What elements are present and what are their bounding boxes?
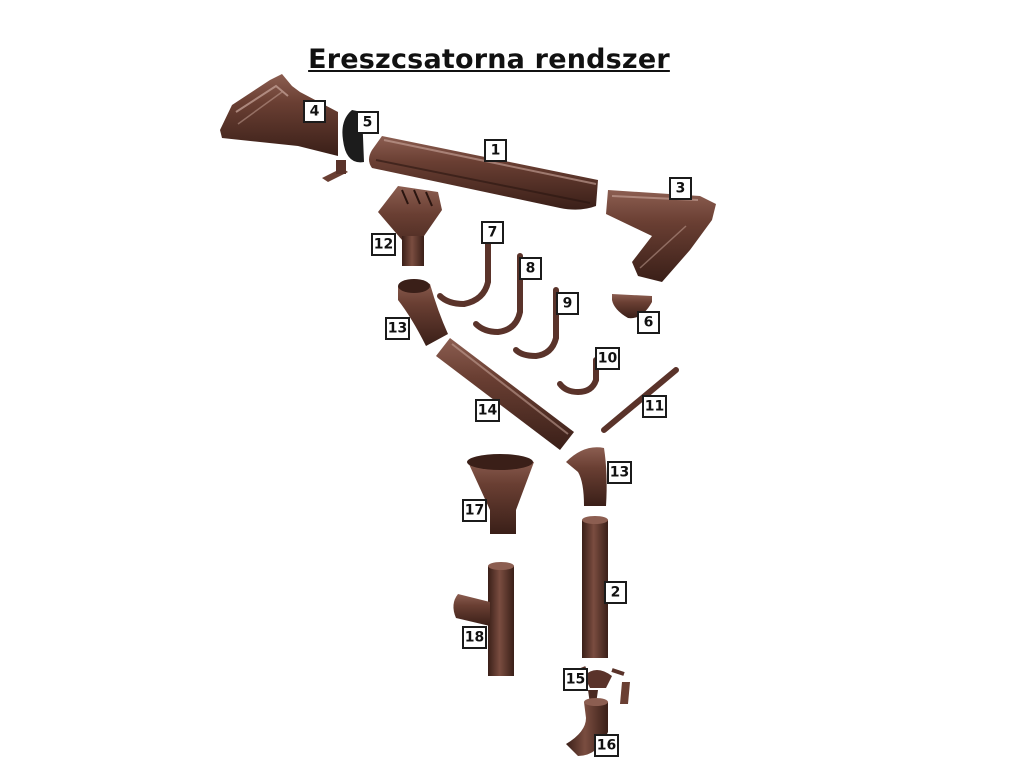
label-7-text: 7 bbox=[488, 225, 498, 241]
label-8: 8 bbox=[519, 257, 542, 280]
t-junction bbox=[453, 562, 514, 676]
label-9: 9 bbox=[556, 292, 579, 315]
label-5-text: 5 bbox=[363, 115, 373, 131]
funnel bbox=[467, 454, 534, 534]
label-17: 17 bbox=[462, 499, 487, 522]
bracket-bar bbox=[601, 367, 679, 433]
label-2-text: 2 bbox=[611, 585, 621, 601]
label-12: 12 bbox=[371, 233, 396, 256]
label-13-lower: 13 bbox=[607, 461, 632, 484]
label-6: 6 bbox=[637, 311, 660, 334]
label-13-lower-text: 13 bbox=[610, 465, 629, 481]
label-17-text: 17 bbox=[465, 503, 484, 519]
label-11-text: 11 bbox=[645, 399, 664, 415]
gutter-corner-piece bbox=[606, 190, 716, 282]
elbow-upper bbox=[398, 279, 448, 346]
elbow-lower bbox=[566, 447, 607, 506]
label-1: 1 bbox=[484, 139, 507, 162]
label-11: 11 bbox=[642, 395, 667, 418]
label-6-text: 6 bbox=[644, 315, 654, 331]
label-16: 16 bbox=[594, 734, 619, 757]
label-2: 2 bbox=[604, 581, 627, 604]
label-14: 14 bbox=[475, 399, 500, 422]
label-12-text: 12 bbox=[374, 237, 393, 253]
downpipe-vertical bbox=[582, 516, 608, 658]
gutter-outlet bbox=[378, 186, 442, 266]
label-15-text: 15 bbox=[566, 672, 585, 688]
label-13-upper-text: 13 bbox=[388, 321, 407, 337]
label-18-text: 18 bbox=[465, 630, 484, 646]
label-18: 18 bbox=[462, 626, 487, 649]
label-10-text: 10 bbox=[598, 351, 618, 367]
label-3-text: 3 bbox=[676, 181, 686, 197]
label-5: 5 bbox=[356, 111, 379, 134]
gutter-bracket-medium bbox=[473, 253, 523, 336]
page-title: Ereszcsatorna rendszer bbox=[308, 44, 670, 75]
label-7: 7 bbox=[481, 221, 504, 244]
label-1-text: 1 bbox=[491, 143, 501, 159]
label-16-text: 16 bbox=[597, 738, 616, 754]
downpipe-angled bbox=[436, 338, 574, 450]
gutter-bracket-small bbox=[557, 357, 599, 396]
gutter-end-piece bbox=[220, 74, 338, 156]
gutter-bracket-long bbox=[437, 221, 491, 308]
label-14-text: 14 bbox=[478, 403, 498, 419]
label-3: 3 bbox=[669, 177, 692, 200]
label-4: 4 bbox=[303, 100, 326, 123]
label-4-text: 4 bbox=[310, 104, 320, 120]
gutter-bracket-short bbox=[513, 287, 559, 360]
label-9-text: 9 bbox=[563, 296, 573, 312]
label-8-text: 8 bbox=[526, 261, 536, 277]
label-13-upper: 13 bbox=[385, 317, 410, 340]
label-10: 10 bbox=[595, 347, 620, 370]
label-15: 15 bbox=[563, 668, 588, 691]
